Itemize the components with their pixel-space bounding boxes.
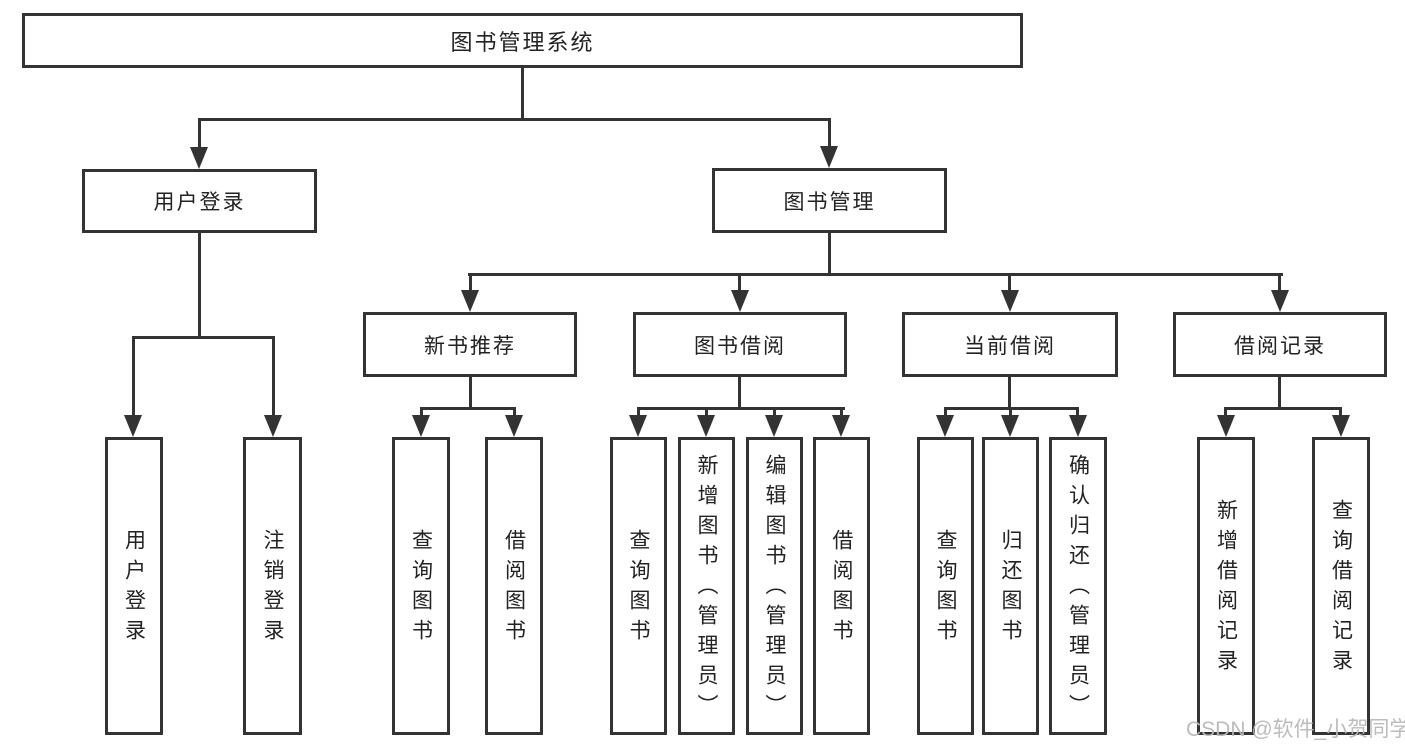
arrow-to-cb-return-book [1001, 415, 1019, 437]
connector-cb-return-drop [1009, 407, 1012, 419]
node-user-login: 用户登录 [82, 169, 317, 233]
arrow-to-borrow-records [1271, 290, 1289, 312]
connector-current-borrow-stem [1008, 377, 1011, 409]
arrow-to-br-query-record [1332, 415, 1350, 437]
leaf-logout: 注销登录 [243, 437, 302, 735]
arrow-to-cb-confirm-return [1069, 415, 1087, 437]
arrow-to-logout-leaf [264, 415, 282, 437]
connector-br-add-drop [1224, 407, 1227, 419]
connector-book-borrow-stem [738, 377, 741, 409]
arrow-to-book-mgmt [820, 146, 838, 168]
connector-book-borrow-drop [738, 273, 741, 293]
arrow-to-nbr-borrow-book [505, 415, 523, 437]
connector-user-login-hline [132, 336, 275, 339]
arrow-to-current-borrow [1001, 290, 1019, 312]
connector-level1-hline [198, 118, 831, 121]
connector-cb-confirm-drop [1076, 407, 1079, 419]
connector-new-book-stem [469, 377, 472, 409]
connector-borrow-records-stem [1278, 377, 1281, 409]
csdn-watermark: CSDN @软件_小贺同学 [1186, 718, 1405, 741]
leaf-cb-query-book: 查询图书 [917, 437, 974, 735]
node-borrow-records: 借阅记录 [1173, 312, 1387, 377]
connector-root-stem [521, 68, 524, 121]
connector-book-borrow-hline [637, 407, 845, 410]
arrow-to-login-leaf [124, 415, 142, 437]
leaf-nbr-query-book: 查询图书 [392, 437, 450, 735]
leaf-bb-add-book-admin: 新增图书（管理员） [678, 437, 735, 735]
arrow-to-new-book-recommend [461, 290, 479, 312]
connector-bb-edit-drop [773, 407, 776, 419]
arrow-to-nbr-query-book [412, 415, 430, 437]
leaf-bb-query-book: 查询图书 [610, 437, 667, 735]
connector-book-mgmt-drop [828, 118, 831, 150]
leaf-br-query-borrow-record: 查询借阅记录 [1312, 437, 1370, 735]
connector-book-mgmt-stem [828, 233, 831, 275]
arrow-to-br-add-record [1217, 415, 1235, 437]
arrow-to-user-login [190, 147, 208, 169]
connector-user-login-drop [198, 118, 201, 150]
connector-bb-query-drop [637, 407, 640, 419]
connector-br-query-drop [1339, 407, 1342, 419]
leaf-br-add-borrow-record: 新增借阅记录 [1197, 437, 1255, 735]
connector-bb-borrow-drop [840, 407, 843, 419]
node-book-borrow: 图书借阅 [633, 312, 847, 377]
leaf-cb-confirm-return-admin: 确认归还（管理员） [1049, 437, 1107, 735]
connector-new-book-drop [469, 273, 472, 293]
connector-logout-leaf-drop [272, 336, 275, 418]
connector-bb-add-drop [705, 407, 708, 419]
connector-borrow-records-drop [1278, 273, 1281, 293]
connector-user-login-stem [198, 233, 201, 337]
connector-nbr-query-drop [420, 407, 423, 419]
node-book-management: 图书管理 [712, 168, 947, 233]
arrow-to-bb-add-book [697, 415, 715, 437]
leaf-nbr-borrow-book: 借阅图书 [485, 437, 543, 735]
node-library-management-system: 图书管理系统 [22, 13, 1023, 68]
arrow-to-cb-query-book [936, 415, 954, 437]
arrow-to-bb-borrow-book [832, 415, 850, 437]
leaf-bb-edit-book-admin: 编辑图书（管理员） [746, 437, 803, 735]
arrow-to-book-borrow [731, 290, 749, 312]
node-new-book-recommend: 新书推荐 [363, 312, 577, 377]
arrow-to-bb-edit-book [765, 415, 783, 437]
connector-borrow-records-hline [1224, 407, 1342, 410]
connector-current-borrow-drop [1008, 273, 1011, 293]
connector-login-leaf-drop [132, 336, 135, 418]
leaf-bb-borrow-book: 借阅图书 [813, 437, 870, 735]
arrow-to-bb-query-book [629, 415, 647, 437]
connector-new-book-hline [420, 407, 516, 410]
connector-nbr-borrow-drop [513, 407, 516, 419]
node-current-borrow: 当前借阅 [902, 312, 1118, 377]
leaf-user-login: 用户登录 [105, 437, 163, 735]
connector-cb-query-drop [944, 407, 947, 419]
leaf-cb-return-book: 归还图书 [982, 437, 1039, 735]
connector-level2-hline [468, 273, 1283, 276]
